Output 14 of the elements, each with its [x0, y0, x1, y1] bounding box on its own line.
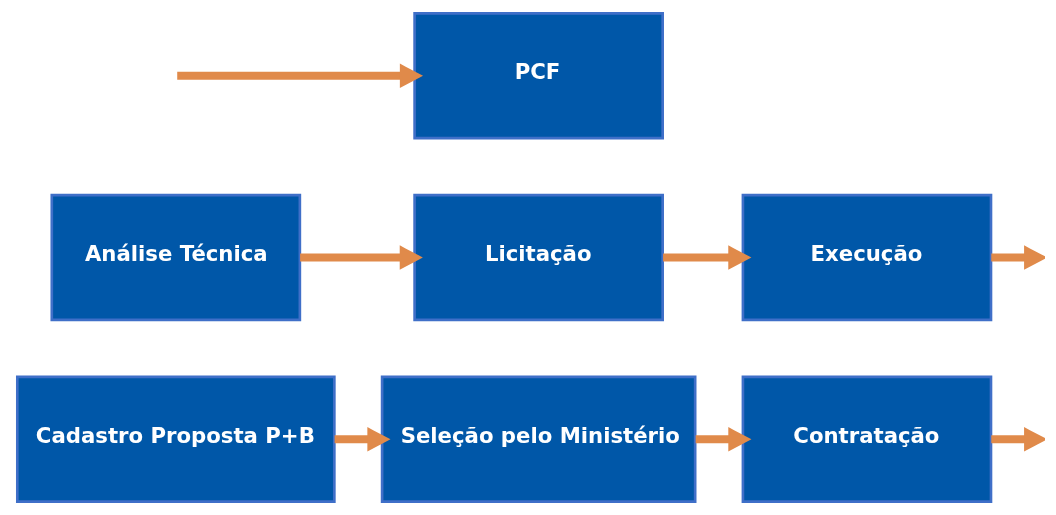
arrow [990, 245, 1045, 270]
node-box: Contratação [741, 375, 992, 503]
arrow [695, 427, 751, 452]
arrow [334, 427, 390, 452]
node-box: PCF [412, 12, 664, 140]
node-box: Execução [741, 193, 992, 322]
node-box: Cadastro Proposta P+B [15, 375, 336, 503]
arrow [662, 245, 751, 270]
arrow [299, 245, 423, 270]
arrow [990, 427, 1045, 452]
node-box: Licitação [412, 193, 664, 322]
node-box: Análise Técnica [49, 193, 301, 322]
node-box: Seleção pelo Ministério [380, 375, 696, 503]
arrow [176, 63, 423, 88]
